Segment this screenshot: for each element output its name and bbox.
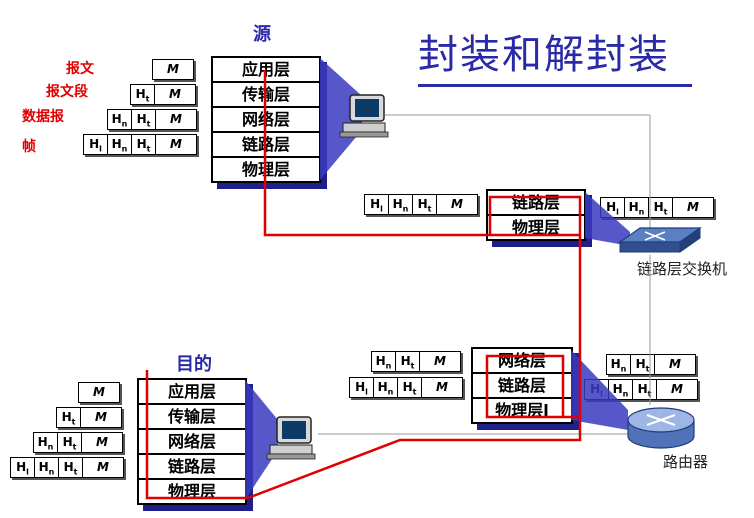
page-title: 封装和解封装 (418, 32, 670, 78)
switch-in-frame-box: Hl Hn Ht M (364, 194, 478, 215)
transport-layer: 传输层 (139, 405, 245, 430)
switch-icon (618, 227, 702, 253)
title-underline (418, 84, 692, 87)
transport-header-cell: Ht (57, 408, 81, 427)
network-header-cell: Hn (625, 198, 649, 217)
switch-shading (585, 192, 630, 246)
source-frame-box: Hl Hn Ht M (83, 134, 197, 155)
link-header-cell: Hl (84, 135, 108, 154)
destination-protocol-stack: 应用层 传输层 网络层 链路层 物理层 (137, 378, 247, 505)
source-label: 源 (253, 24, 271, 45)
network-header-cell: Hn (108, 110, 132, 129)
dest-segment-box: Ht M (56, 407, 122, 428)
network-header-cell: Hn (35, 458, 59, 477)
network-layer: 网络层 (139, 430, 245, 455)
destination-computer-icon (266, 416, 316, 460)
switch-out-frame-box: Hl Hn Ht M (600, 197, 714, 218)
destination-label: 目的 (176, 354, 212, 375)
transport-header-cell: Ht (398, 378, 422, 397)
network-header-cell: Hn (108, 135, 132, 154)
message-cell: M (451, 197, 463, 211)
switch-label: 链路层交换机 (637, 260, 728, 278)
message-cell: M (669, 357, 681, 371)
application-layer: 应用层 (139, 380, 245, 405)
link-layer: 链路层 (139, 455, 245, 480)
transport-header-cell: Ht (131, 85, 155, 104)
source-datagram-box: Hn Ht M (107, 109, 197, 130)
network-header-cell: Hn (607, 355, 631, 374)
datagram-label: 数据报 (22, 109, 64, 125)
link-header-cell: Hl (350, 378, 374, 397)
router-in-datagram-box: Hn Ht M (371, 351, 461, 372)
frame-label: 帧 (22, 139, 36, 155)
physical-layer: 物理层l (495, 401, 549, 420)
transport-header-cell: Ht (59, 458, 83, 477)
network-header-cell: Hn (374, 378, 398, 397)
router-out-datagram-box: Hn Ht M (606, 354, 696, 375)
network-header-cell: Hn (389, 195, 413, 214)
destination-shading (245, 380, 278, 500)
router-shading (571, 350, 628, 430)
network-header-cell: Hn (372, 352, 396, 371)
transport-header-cell: Ht (396, 352, 420, 371)
message-label: 报文 (66, 61, 94, 77)
link-header-cell: Hl (365, 195, 389, 214)
router-icon (627, 407, 695, 449)
message-cell: M (434, 354, 446, 368)
transport-header-cell: Ht (649, 198, 673, 217)
source-segment-box: Ht M (130, 84, 196, 105)
router-label: 路由器 (663, 453, 709, 471)
message-cell: M (170, 112, 182, 126)
physical-layer: 物理层 (511, 218, 560, 237)
transport-header-cell: Ht (58, 433, 82, 452)
message-cell: M (687, 200, 699, 214)
dest-frame-box: Hl Hn Ht M (10, 457, 124, 478)
source-shading (320, 58, 362, 180)
message-cell: M (97, 460, 109, 474)
link-header-cell: Hl (601, 198, 625, 217)
data-flow-path (145, 70, 582, 500)
transport-header-cell: Ht (631, 355, 655, 374)
dest-datagram-box: Hn Ht M (33, 432, 123, 453)
message-cell: M (436, 380, 448, 394)
message-cell: M (169, 87, 181, 101)
dest-message-box: M (78, 382, 120, 403)
source-message-box: M (152, 59, 194, 80)
network-header-cell: Hn (34, 433, 58, 452)
network-header-cell: Hn (609, 380, 633, 399)
transport-header-cell: Ht (413, 195, 437, 214)
message-cell: M (167, 62, 179, 76)
router-in-frame-box: Hl Hn Ht M (349, 377, 463, 398)
source-computer-icon (339, 94, 389, 138)
message-cell: M (671, 382, 683, 396)
transport-header-cell: Ht (132, 135, 156, 154)
message-cell: M (170, 137, 182, 151)
message-cell: M (95, 410, 107, 424)
message-cell: M (96, 435, 108, 449)
message-cell: M (93, 385, 105, 399)
segment-label: 报文段 (46, 84, 88, 100)
transport-header-cell: Ht (132, 110, 156, 129)
link-header-cell: Hl (11, 458, 35, 477)
link-layer: 链路层 (473, 374, 571, 399)
physical-layer: 物理层 (167, 482, 216, 501)
